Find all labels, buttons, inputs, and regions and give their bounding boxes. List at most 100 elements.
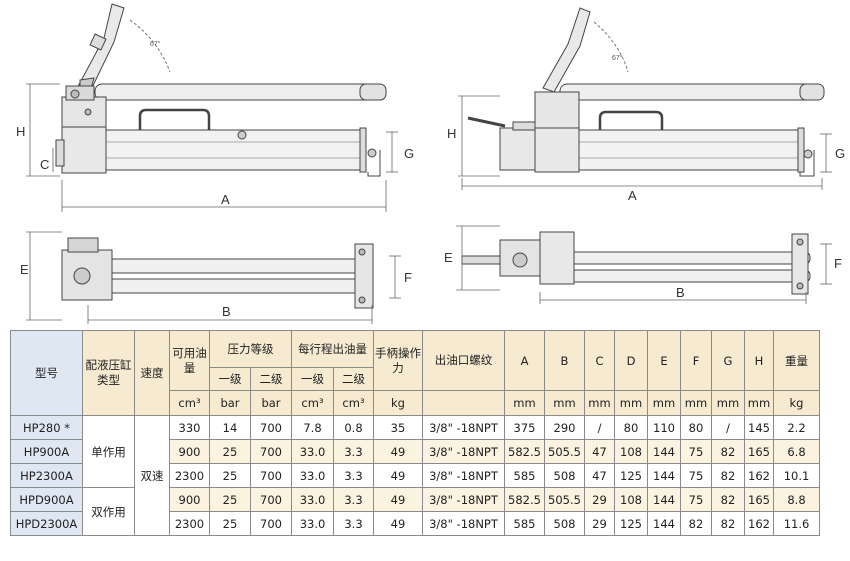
cell-e: 110 (647, 415, 681, 440)
cell-e: 144 (647, 463, 681, 488)
angle-label-right: 67° (612, 54, 623, 62)
header-model: 型号 (10, 330, 83, 416)
dim-f-right: F (834, 256, 842, 271)
cell-e: 144 (647, 487, 681, 512)
dim-b-left: B (222, 304, 231, 319)
dim-a-left: A (221, 192, 230, 207)
header-handle-force: 手柄操作力 (373, 330, 423, 391)
cell-pressure-1: 25 (209, 439, 251, 464)
cell-c: 47 (584, 439, 615, 464)
cell-c: / (584, 415, 615, 440)
unit-oil-1: cm³ (291, 390, 334, 416)
technical-drawings: H C G A 67° E F B H G A 67° E F B (16, 3, 845, 324)
cell-d: 125 (614, 511, 648, 536)
cell-pressure-1: 25 (209, 487, 251, 512)
dim-g-left: G (404, 146, 414, 161)
cell-f: 75 (680, 463, 712, 488)
cell-weight: 10.1 (773, 463, 820, 488)
cell-usable-oil: 2300 (169, 463, 210, 488)
unit-pressure-1: bar (209, 390, 251, 416)
table-row: HP900A 900 25 700 33.0 3.3 49 3/8" -18NP… (10, 439, 820, 464)
cell-weight: 2.2 (773, 415, 820, 440)
unit-pressure-2: bar (250, 390, 292, 416)
header-pressure-stage1: 一级 (209, 367, 251, 391)
cell-h: 145 (744, 415, 774, 440)
unit-a: mm (504, 390, 545, 416)
dim-g-right: G (835, 146, 845, 161)
header-pressure-stage2: 二级 (250, 367, 292, 391)
header-f: F (680, 330, 712, 391)
cell-g: 82 (711, 439, 745, 464)
pump-top-view-right (456, 225, 832, 304)
cell-thread: 3/8" -18NPT (422, 415, 505, 440)
unit-g: mm (711, 390, 745, 416)
cell-oil-1: 33.0 (291, 463, 334, 488)
cell-f: 75 (680, 487, 712, 512)
dim-f-left: F (404, 270, 412, 285)
unit-f: mm (680, 390, 712, 416)
cell-g: 82 (711, 511, 745, 536)
cell-model: HPD2300A (10, 511, 83, 536)
cell-thread: 3/8" -18NPT (422, 463, 505, 488)
cell-f: 75 (680, 439, 712, 464)
cell-d: 108 (614, 439, 648, 464)
cell-usable-oil: 900 (169, 487, 210, 512)
cell-h: 162 (744, 511, 774, 536)
table-row: HPD900A 双作用 900 25 700 33.0 3.3 49 3/8" … (10, 487, 820, 536)
spec-table: 型号 配液压缸类型 速度 可用油量 压力等级 每行程出油量 手柄操作力 出油口螺… (10, 330, 820, 536)
cell-b: 290 (544, 415, 585, 440)
group-double-acting: 双作用 (82, 487, 135, 536)
cell-handle-force: 49 (373, 439, 423, 464)
cell-usable-oil: 330 (169, 415, 210, 440)
cell-weight: 11.6 (773, 511, 820, 536)
header-oil-per-stroke: 每行程出油量 (291, 330, 374, 368)
cell-h: 162 (744, 463, 774, 488)
cell-pressure-2: 700 (250, 463, 292, 488)
dim-e-left: E (20, 262, 29, 277)
header-weight: 重量 (773, 330, 820, 391)
cell-thread: 3/8" -18NPT (422, 439, 505, 464)
unit-usable-oil: cm³ (169, 390, 210, 416)
cell-a: 375 (504, 415, 545, 440)
cell-a: 582.5 (504, 487, 545, 512)
pump-side-view-right (458, 7, 832, 190)
cell-h: 165 (744, 439, 774, 464)
dim-h-left: H (16, 124, 25, 139)
cell-a: 585 (504, 463, 545, 488)
cell-handle-force: 49 (373, 511, 423, 536)
cell-g: 82 (711, 463, 745, 488)
unit-outlet-thread (422, 390, 505, 416)
pump-top-view-left (26, 231, 401, 324)
header-b: B (544, 330, 585, 391)
dim-c-left: C (40, 157, 49, 172)
cell-g: 82 (711, 487, 745, 512)
dim-b-right: B (676, 285, 685, 300)
cell-oil-2: 3.3 (333, 487, 374, 512)
cell-pressure-1: 25 (209, 511, 251, 536)
cell-model: HP2300A (10, 463, 83, 488)
unit-e: mm (647, 390, 681, 416)
cell-f: 82 (680, 511, 712, 536)
cell-oil-1: 7.8 (291, 415, 334, 440)
unit-handle-force: kg (373, 390, 423, 416)
cell-usable-oil: 2300 (169, 511, 210, 536)
cell-c: 29 (584, 511, 615, 536)
header-cylinder-type: 配液压缸类型 (82, 330, 135, 416)
cell-g: / (711, 415, 745, 440)
group-single-acting: 单作用 (82, 415, 135, 488)
unit-c: mm (584, 390, 615, 416)
unit-b: mm (544, 390, 585, 416)
cell-oil-2: 3.3 (333, 463, 374, 488)
pump-side-view-left (26, 3, 398, 212)
unit-weight: kg (773, 390, 820, 416)
dim-a-right: A (628, 188, 637, 203)
cell-thread: 3/8" -18NPT (422, 487, 505, 512)
cell-oil-1: 33.0 (291, 511, 334, 536)
header-speed: 速度 (134, 330, 170, 416)
cell-handle-force: 35 (373, 415, 423, 440)
cell-pressure-1: 25 (209, 463, 251, 488)
cell-model: HP280 * (10, 415, 83, 440)
cell-weight: 8.8 (773, 487, 820, 512)
cell-usable-oil: 900 (169, 439, 210, 464)
unit-h: mm (744, 390, 774, 416)
